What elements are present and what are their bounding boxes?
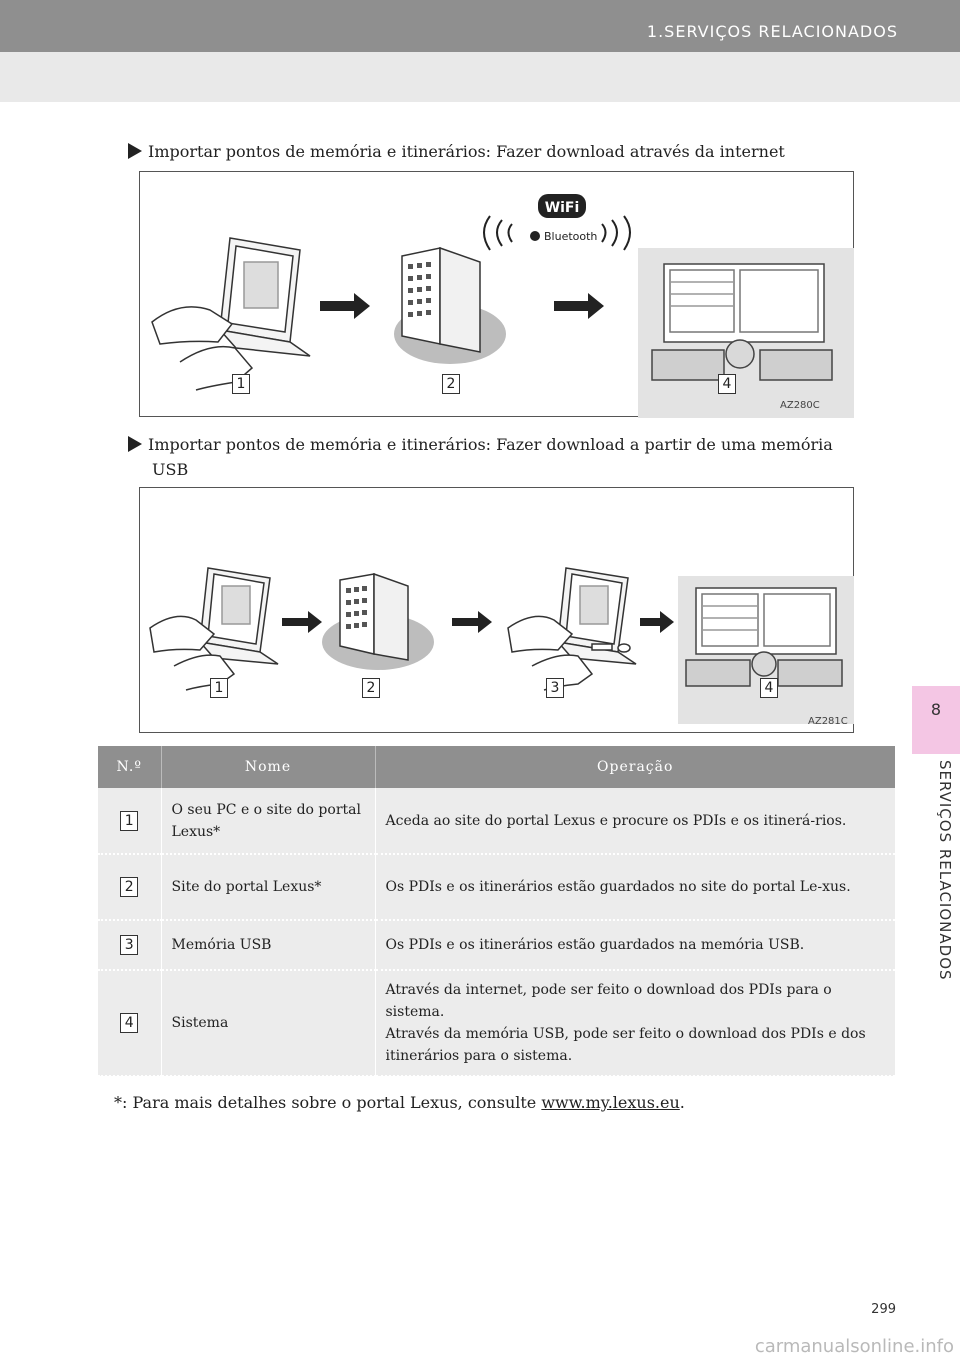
row-number-cell: 2: [98, 854, 162, 921]
internet-diagram: WiFi Bluetooth: [151, 194, 854, 418]
bullet-internet-text: Importar pontos de memória e itinerários…: [148, 142, 785, 161]
arrow-icon: [640, 611, 674, 633]
laptop-icon: [149, 567, 279, 691]
illustration-usb: 1 2 3 4 AZ281C: [139, 487, 854, 733]
bullet-usb-text-line1: Importar pontos de memória e itinerários…: [148, 435, 833, 454]
chapter-side-label: SERVIÇOS RELACIONADOS: [936, 760, 954, 981]
column-header-number: N.º: [98, 746, 162, 788]
figure-label-2: 2: [442, 374, 460, 394]
header-band: [0, 52, 960, 102]
illustration-internet: WiFi Bluetooth 1 2 4 AZ280C: [139, 171, 854, 418]
wireless-icon: [483, 215, 631, 251]
chapter-title: 1.SERVIÇOS RELACIONADOS: [646, 22, 898, 41]
table-row: 4 Sistema Através da internet, pode ser …: [98, 970, 895, 1077]
building-icon: [322, 572, 434, 670]
row-name: O seu PC e o site do portal Lexus*: [161, 788, 376, 855]
row-operation: Aceda ao site do portal Lexus e procure …: [375, 788, 895, 855]
bluetooth-label: Bluetooth: [544, 230, 597, 243]
wifi-logo-icon: [538, 194, 586, 218]
footnote: *: Para mais detalhes sobre o portal Lex…: [114, 1092, 685, 1114]
chapter-tab-number: 8: [930, 700, 942, 719]
figure-label-1: 1: [210, 678, 228, 698]
figure-label-3: 3: [546, 678, 564, 698]
usb-diagram: [149, 567, 854, 724]
building-icon: [394, 246, 506, 364]
figure-code: AZ280C: [780, 400, 820, 411]
header-bar: 1.SERVIÇOS RELACIONADOS: [0, 0, 960, 52]
row-operation: Os PDIs e os itinerários estão guardados…: [375, 854, 895, 921]
bullet-usb-line2: USB: [152, 460, 189, 479]
page-number: 299: [871, 1302, 896, 1317]
column-header-operation: Operação: [375, 746, 895, 788]
row-number: 2: [120, 877, 139, 897]
laptop-icon: [507, 567, 637, 691]
arrow-icon: [554, 293, 604, 319]
row-name: Memória USB: [161, 920, 376, 971]
operations-table: N.º Nome Operação 1 O seu PC e o site do…: [98, 746, 895, 1077]
arrow-icon: [452, 611, 492, 633]
lexus-portal-link[interactable]: www.my.lexus.eu: [541, 1093, 680, 1112]
row-name: Sistema: [161, 970, 376, 1077]
column-header-name: Nome: [161, 746, 376, 788]
bullet-internet: Importar pontos de memória e itinerários…: [128, 140, 785, 163]
table-row: 3 Memória USB Os PDIs e os itinerários e…: [98, 920, 895, 971]
row-number-cell: 4: [98, 970, 162, 1077]
arrow-icon: [320, 293, 370, 319]
row-number-cell: 1: [98, 788, 162, 855]
row-operation: Os PDIs e os itinerários estão guardados…: [375, 920, 895, 971]
car-display-icon: [638, 248, 854, 418]
car-display-icon: [678, 576, 854, 724]
figure-label-4: 4: [760, 678, 778, 698]
footnote-text: *: Para mais detalhes sobre o portal Lex…: [114, 1093, 542, 1112]
row-number: 3: [120, 935, 139, 955]
row-operation: Através da internet, pode ser feito o do…: [385, 982, 832, 1020]
figure-code: AZ281C: [808, 716, 848, 727]
chapter-tab[interactable]: 8: [912, 686, 960, 754]
table-row: 2 Site do portal Lexus* Os PDIs e os iti…: [98, 854, 895, 921]
row-name: Site do portal Lexus*: [161, 854, 376, 921]
bullet-usb: Importar pontos de memória e itinerários…: [128, 433, 833, 456]
laptop-icon: [151, 237, 311, 391]
bullet-triangle-icon: [128, 436, 142, 452]
table-header-row: N.º Nome Operação: [98, 746, 895, 788]
figure-label-2: 2: [362, 678, 380, 698]
figure-label-1: 1: [232, 374, 250, 394]
watermark: carmanualsonline.info: [754, 1336, 954, 1357]
row-number: 1: [120, 810, 139, 831]
table-row: 1 O seu PC e o site do portal Lexus* Ace…: [98, 788, 895, 855]
figure-label-4: 4: [718, 374, 736, 394]
bullet-triangle-icon: [128, 143, 142, 159]
row-number-cell: 3: [98, 920, 162, 971]
row-number: 4: [120, 1013, 139, 1033]
wifi-label: WiFi: [545, 200, 580, 216]
row-operation-extra: Através da memória USB, pode ser feito o…: [385, 1026, 866, 1064]
footnote-end: .: [679, 1093, 685, 1112]
bluetooth-logo-icon: [530, 231, 540, 241]
row-operation-cell: Através da internet, pode ser feito o do…: [375, 970, 895, 1077]
arrow-icon: [282, 611, 322, 633]
